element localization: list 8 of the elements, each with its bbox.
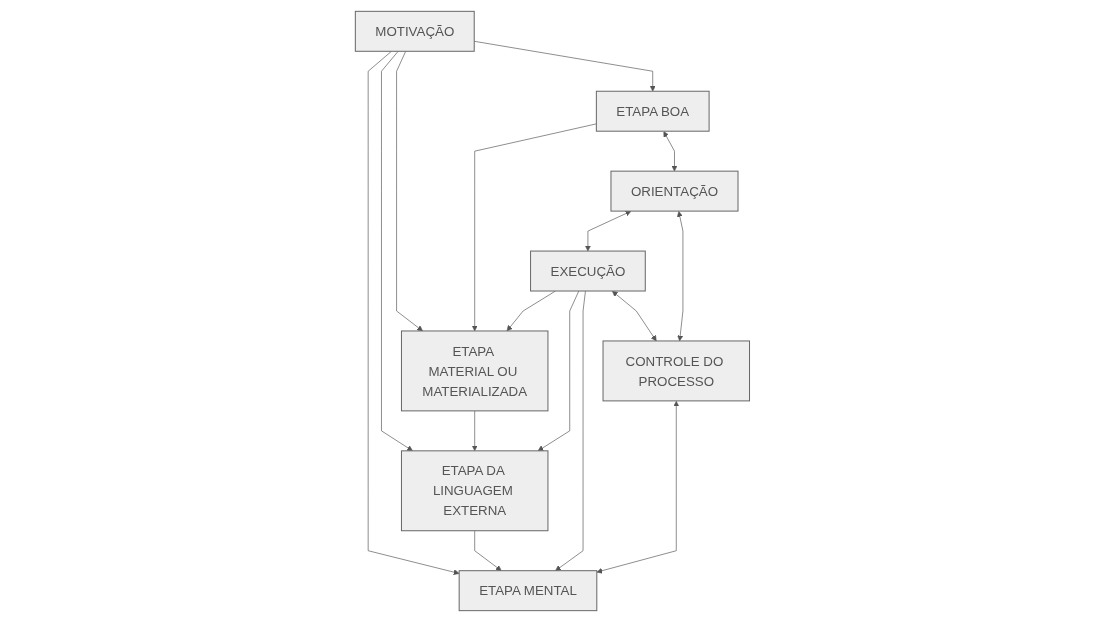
node-box: ORIENTAÇÃO	[610, 170, 739, 212]
node-box: ETAPA DA LINGUAGEM EXTERNA	[401, 450, 549, 532]
node-box: MOTIVAÇÃO	[354, 10, 475, 52]
node-box: ETAPA MATERIAL OU MATERIALIZADA	[401, 330, 549, 412]
node-box: CONTROLE DO PROCESSO	[602, 340, 751, 402]
node-box: EXECUÇÃO	[530, 250, 646, 292]
node-box: ETAPA BOA	[595, 90, 710, 132]
node-box: ETAPA MENTAL	[458, 570, 598, 612]
